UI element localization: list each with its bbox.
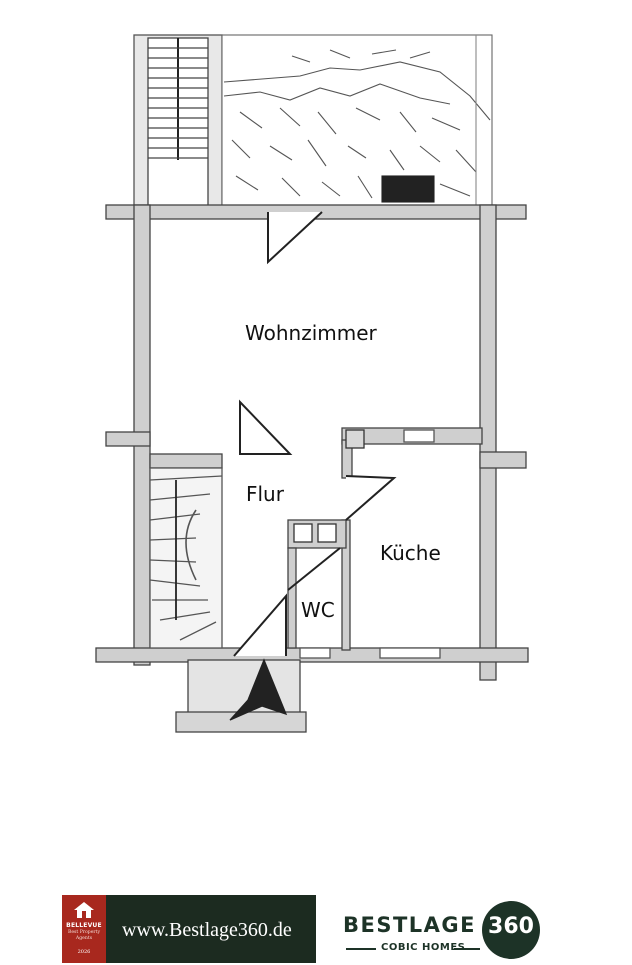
entrance <box>175 658 307 733</box>
badge-subtitle: Best Property Agents <box>67 930 101 941</box>
upper-staircase <box>133 34 223 208</box>
badge-title: BELLEVUE <box>66 922 102 929</box>
terrace-paving <box>221 34 493 210</box>
house-icon <box>74 902 94 918</box>
brand-divider-left <box>346 948 376 950</box>
room-label-flur: Flur <box>246 482 284 506</box>
brand-logo-text: BESTLAGE <box>343 913 477 937</box>
lower-staircase <box>149 467 223 649</box>
brand-logo-number: 360 <box>488 914 534 939</box>
doors <box>233 211 397 657</box>
website-link[interactable]: www.Bestlage360.de <box>122 919 292 941</box>
floor-plan <box>95 34 529 733</box>
brand-divider-right <box>454 948 480 950</box>
badge-year: 2026 <box>77 949 91 955</box>
bellevue-award-badge: BELLEVUE Best Property Agents 2026 <box>62 895 106 963</box>
room-label-wohnzimmer: Wohnzimmer <box>245 321 377 345</box>
brand-logo-circle <box>482 901 540 959</box>
room-label-kueche: Küche <box>380 541 441 565</box>
brand-subtitle: COBIC HOMES <box>381 942 466 953</box>
room-label-wc: WC <box>301 598 335 622</box>
